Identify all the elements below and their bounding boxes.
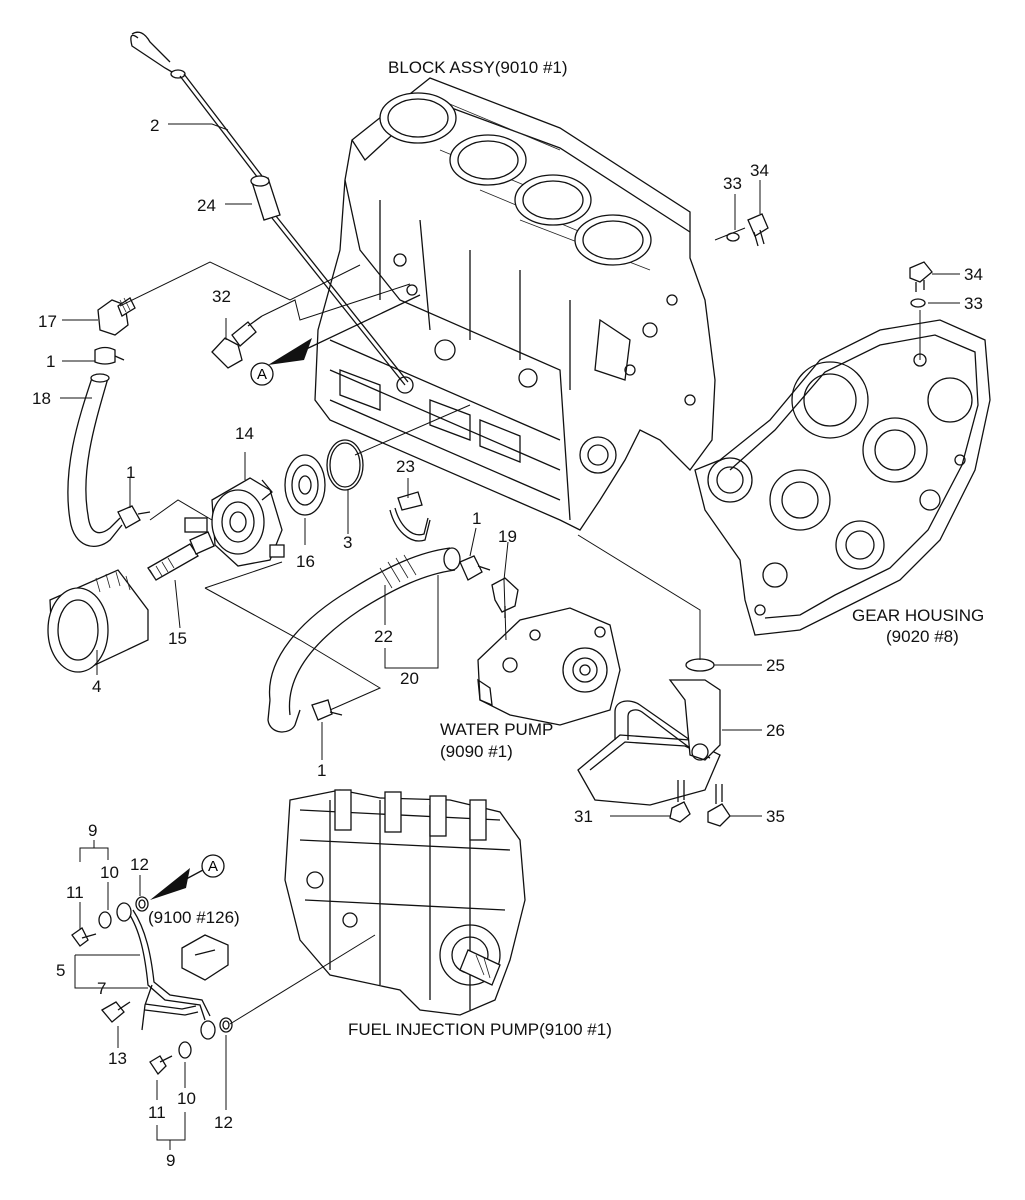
block-assy-title: BLOCK ASSY(9010 #1) <box>388 58 568 77</box>
hose-clamp <box>94 346 125 365</box>
reference-arrow: A <box>150 854 225 900</box>
callout-11: 11 <box>66 883 84 902</box>
washer <box>910 298 926 308</box>
callout-20: 20 <box>400 669 419 688</box>
callout-32: 32 <box>212 287 231 306</box>
banjo-bolt <box>149 1055 173 1076</box>
callout-7: 7 <box>97 979 107 998</box>
hose-clamp <box>311 699 343 721</box>
reference-arrow: A <box>250 294 421 386</box>
washer <box>219 1017 233 1033</box>
water-pump-title: WATER PUMP <box>440 720 554 739</box>
oil-cooler <box>184 477 285 567</box>
gear-housing <box>694 319 991 636</box>
pipe-clamp <box>181 934 229 981</box>
cooler-plate <box>284 454 326 516</box>
callout-10: 10 <box>177 1089 196 1108</box>
eye-fitting <box>116 902 132 922</box>
callout-4: 4 <box>92 677 102 696</box>
o-ring <box>326 439 364 491</box>
hose-band <box>389 491 431 542</box>
callout-5: 5 <box>56 961 66 980</box>
oil-hose <box>67 373 123 548</box>
washer <box>135 896 149 912</box>
bolt <box>101 1001 131 1023</box>
water-pump <box>477 607 621 726</box>
bolt <box>747 213 769 247</box>
hose-clamp <box>117 505 151 529</box>
fuel-injection-pump-title: FUEL INJECTION PUMP(9100 #1) <box>348 1020 612 1039</box>
callout-19: 19 <box>498 527 517 546</box>
center-bolt <box>147 531 215 581</box>
engine-block <box>314 77 716 531</box>
callout-24: 24 <box>197 196 216 215</box>
bolt <box>909 261 933 292</box>
callout-1: 1 <box>126 463 136 482</box>
callout-31: 31 <box>574 807 593 826</box>
o-ring <box>685 658 715 672</box>
callout-17: 17 <box>38 312 57 331</box>
dipstick <box>130 31 263 179</box>
leader-lines <box>60 123 960 1150</box>
callout-9: 9 <box>166 1151 176 1170</box>
callout-26: 26 <box>766 721 785 740</box>
callout-33: 33 <box>723 174 742 193</box>
fuel-pipe <box>127 909 211 1031</box>
washer <box>98 911 112 929</box>
ref-marker-letter: A <box>208 858 218 875</box>
callout-18: 18 <box>32 389 51 408</box>
callout-9: 9 <box>88 821 98 840</box>
callout-10: 10 <box>100 863 119 882</box>
dipstick-guide <box>250 175 409 386</box>
washer <box>178 1041 192 1059</box>
water-pump-ref: (9090 #1) <box>440 742 513 761</box>
callout-14: 14 <box>235 424 254 443</box>
gear-housing-ref: (9020 #8) <box>886 627 959 646</box>
callout-34: 34 <box>964 265 983 284</box>
callout-12: 12 <box>130 855 149 874</box>
gear-housing-title: GEAR HOUSING <box>852 606 985 625</box>
callout-33: 33 <box>964 294 983 313</box>
callout-15: 15 <box>168 629 187 648</box>
oil-filter <box>47 569 149 673</box>
hose-clamp <box>459 555 491 581</box>
callout-1: 1 <box>46 352 56 371</box>
callout-16: 16 <box>296 552 315 571</box>
callout-25: 25 <box>766 656 785 675</box>
banjo-bolt <box>71 927 97 947</box>
callout-11: 11 <box>148 1103 166 1122</box>
oil-strainer <box>577 679 721 806</box>
water-hose <box>267 547 461 733</box>
strainer-bolt <box>669 780 691 823</box>
callout-23: 23 <box>396 457 415 476</box>
callout-1: 1 <box>472 509 482 528</box>
eye-fitting <box>200 1020 216 1040</box>
elbow-fitting <box>97 297 136 336</box>
callout-22: 22 <box>374 627 393 646</box>
strainer-bolt <box>707 784 731 827</box>
callout-3: 3 <box>343 533 353 552</box>
callout-12: 12 <box>214 1113 233 1132</box>
ref-marker-letter: A <box>257 366 267 383</box>
fuel-ref-title: (9100 #126) <box>148 908 240 927</box>
callout-2: 2 <box>150 116 160 135</box>
fuel-injection-pump <box>284 789 526 1016</box>
pressure-switch <box>211 315 263 369</box>
callout-1: 1 <box>317 761 327 780</box>
callout-34: 34 <box>750 161 769 180</box>
callout-35: 35 <box>766 807 785 826</box>
callout-13: 13 <box>108 1049 127 1068</box>
